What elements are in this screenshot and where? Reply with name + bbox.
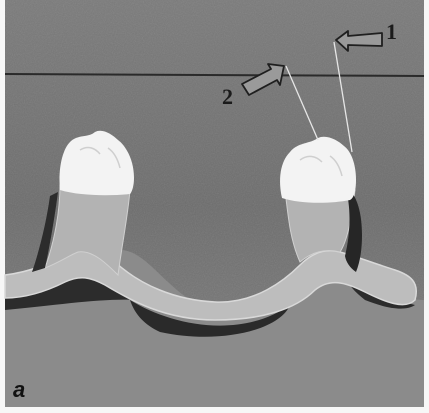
frame-bottom-edge [0, 407, 429, 413]
arrow-2-label: 2 [222, 84, 233, 109]
arrow-1-label: 1 [386, 19, 397, 44]
frame-left-edge [0, 0, 5, 413]
frame-right-edge [424, 0, 429, 413]
panel-label: a [13, 377, 25, 402]
